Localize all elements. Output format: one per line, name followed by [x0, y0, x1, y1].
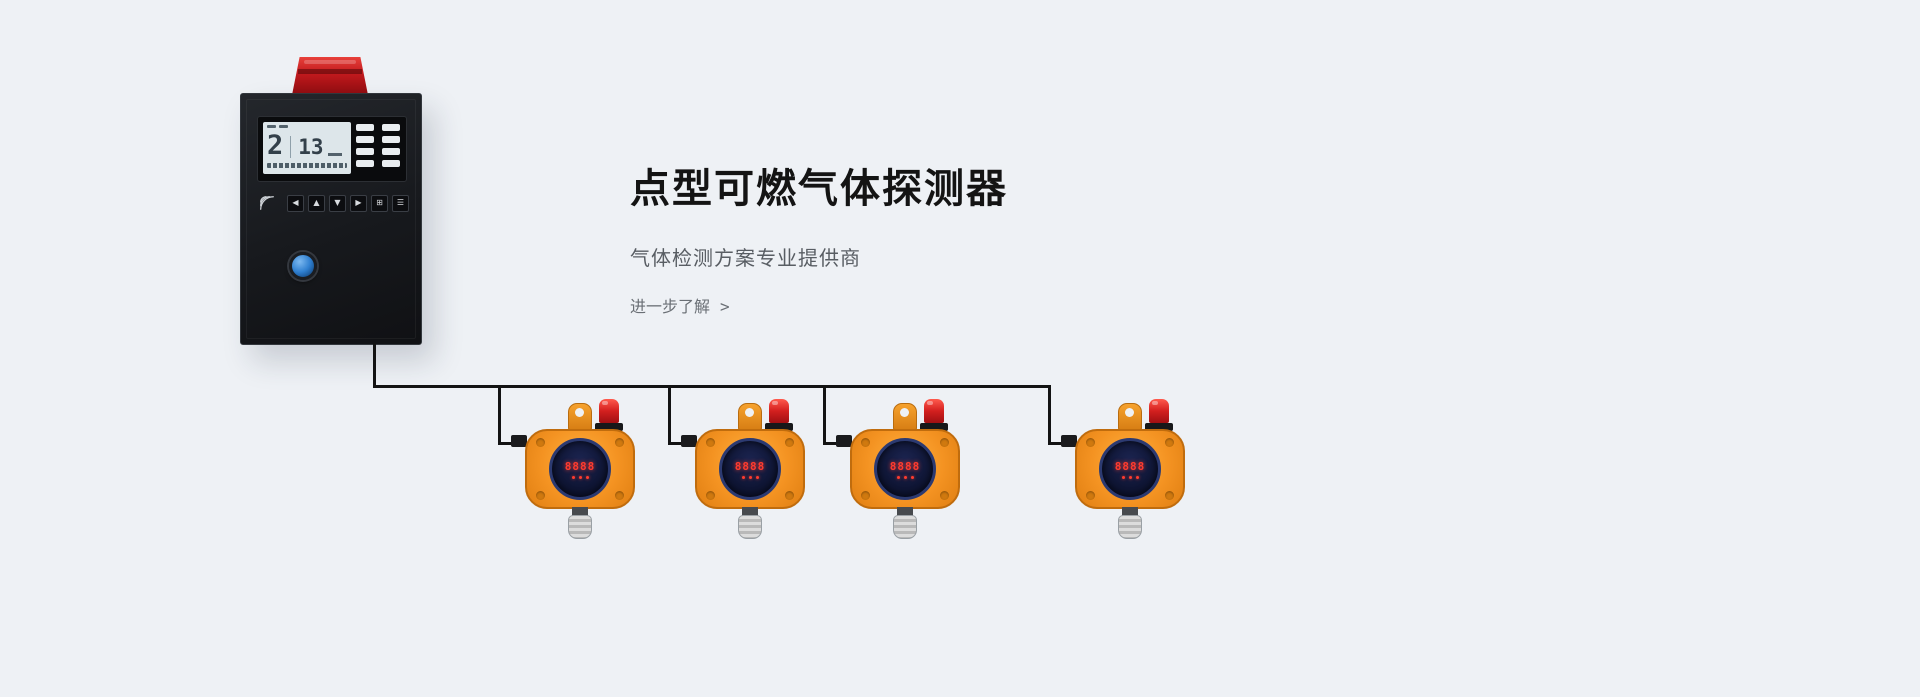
detector-body: 8888	[525, 429, 635, 509]
alarm-lamp-icon	[769, 399, 789, 423]
detector-status-leds	[571, 475, 589, 479]
detector-reading: 8888	[564, 459, 596, 473]
indicator-label	[356, 136, 374, 143]
controller-cabinet: 2 13	[240, 93, 422, 345]
mounting-bracket	[893, 403, 917, 430]
lcd-readout: 2 13	[267, 131, 347, 159]
sensor-head	[568, 515, 592, 539]
indicator-label	[356, 148, 374, 155]
sensor-head	[893, 515, 917, 539]
lcd-status-tick	[279, 125, 288, 128]
detector-status-leds	[741, 475, 759, 479]
detector-reading: 8888	[1114, 459, 1146, 473]
mounting-bracket	[1118, 403, 1142, 430]
wire-connector-1	[498, 442, 516, 445]
detector-reading: 8888	[889, 459, 921, 473]
page-subtitle: 气体检测方案专业提供商	[630, 246, 861, 270]
sensor-head	[1118, 515, 1142, 539]
alarm-beacon-icon	[292, 57, 368, 95]
indicator-label	[356, 124, 374, 131]
wire-drop-3	[823, 385, 826, 444]
lcd-screen: 2 13	[263, 122, 351, 174]
sensor-neck	[742, 507, 758, 517]
cable-gland	[1061, 435, 1077, 447]
chevron-right-icon: >	[720, 297, 730, 316]
detector-display: 8888	[719, 438, 781, 500]
alarm-lamp-base	[920, 423, 948, 431]
sensor-neck	[572, 507, 588, 517]
alarm-lamp-base	[1145, 423, 1173, 431]
key-right: ▶	[350, 194, 367, 212]
indicator-label	[356, 160, 374, 167]
cable-gland	[681, 435, 697, 447]
alarm-lamp-base	[765, 423, 793, 431]
alarm-lamp-icon	[924, 399, 944, 423]
detector-status-leds	[896, 475, 914, 479]
controller-keypad-row: ◀ ▲ ▼ ▶ ⊞ ☰	[257, 194, 409, 212]
sensor-neck	[897, 507, 913, 517]
indicator-label	[382, 148, 400, 155]
key-left: ◀	[287, 194, 304, 212]
lcd-reading-value: 13	[298, 135, 324, 159]
lcd-text-strip	[267, 163, 347, 168]
learn-more-label: 进一步了解	[630, 297, 711, 316]
detector-reading: 8888	[734, 459, 766, 473]
gas-detector-2: 8888	[675, 393, 825, 543]
detector-display: 8888	[549, 438, 611, 500]
detector-display: 8888	[1099, 438, 1161, 500]
page-title: 点型可燃气体探测器	[630, 166, 1008, 212]
alarm-lamp-icon	[1149, 399, 1169, 423]
key-menu: ⊞	[371, 194, 388, 212]
lcd-divider	[290, 136, 292, 158]
gas-detector-4: 8888	[1055, 393, 1205, 543]
wire-drop-2	[668, 385, 671, 444]
power-button-icon	[289, 252, 317, 280]
alarm-lamp-base	[595, 423, 623, 431]
lcd-status-tick	[267, 125, 276, 128]
wire-drop-1	[498, 385, 501, 444]
alarm-lamp-icon	[599, 399, 619, 423]
detector-display: 8888	[874, 438, 936, 500]
display-bezel: 2 13	[257, 116, 407, 182]
gas-alarm-controller: 2 13	[240, 55, 422, 345]
cable-gland	[836, 435, 852, 447]
wire-drop-4	[1048, 385, 1051, 444]
mounting-bracket	[738, 403, 762, 430]
lcd-status-icons	[267, 125, 347, 129]
wire-bus	[373, 385, 1051, 388]
channel-indicator-grid	[356, 124, 400, 167]
hero-text-block: 点型可燃气体探测器 气体检测方案专业提供商 进一步了解 >	[630, 156, 1008, 317]
indicator-label	[382, 124, 400, 131]
lcd-unit-mark	[327, 153, 342, 156]
mounting-bracket	[568, 403, 592, 430]
indicator-label	[382, 160, 400, 167]
gas-detector-3: 8888	[830, 393, 980, 543]
wire-connector-3	[823, 442, 841, 445]
gas-detector-1: 8888	[505, 393, 655, 543]
detector-body: 8888	[695, 429, 805, 509]
detector-body: 8888	[1075, 429, 1185, 509]
sensor-neck	[1122, 507, 1138, 517]
wire-connector-4	[1048, 442, 1066, 445]
cable-gland	[511, 435, 527, 447]
detector-status-leds	[1121, 475, 1139, 479]
wire-controller-drop	[373, 343, 376, 387]
buzzer-sound-icon	[260, 196, 274, 210]
lcd-channel-value: 2	[267, 130, 284, 161]
sensor-head	[738, 515, 762, 539]
keypad: ◀ ▲ ▼ ▶ ⊞ ☰	[287, 194, 409, 212]
detector-body: 8888	[850, 429, 960, 509]
key-set: ☰	[392, 194, 409, 212]
key-down: ▼	[329, 194, 346, 212]
indicator-label	[382, 136, 400, 143]
wire-connector-2	[668, 442, 686, 445]
key-up: ▲	[308, 194, 325, 212]
learn-more-link[interactable]: 进一步了解 >	[630, 293, 730, 317]
